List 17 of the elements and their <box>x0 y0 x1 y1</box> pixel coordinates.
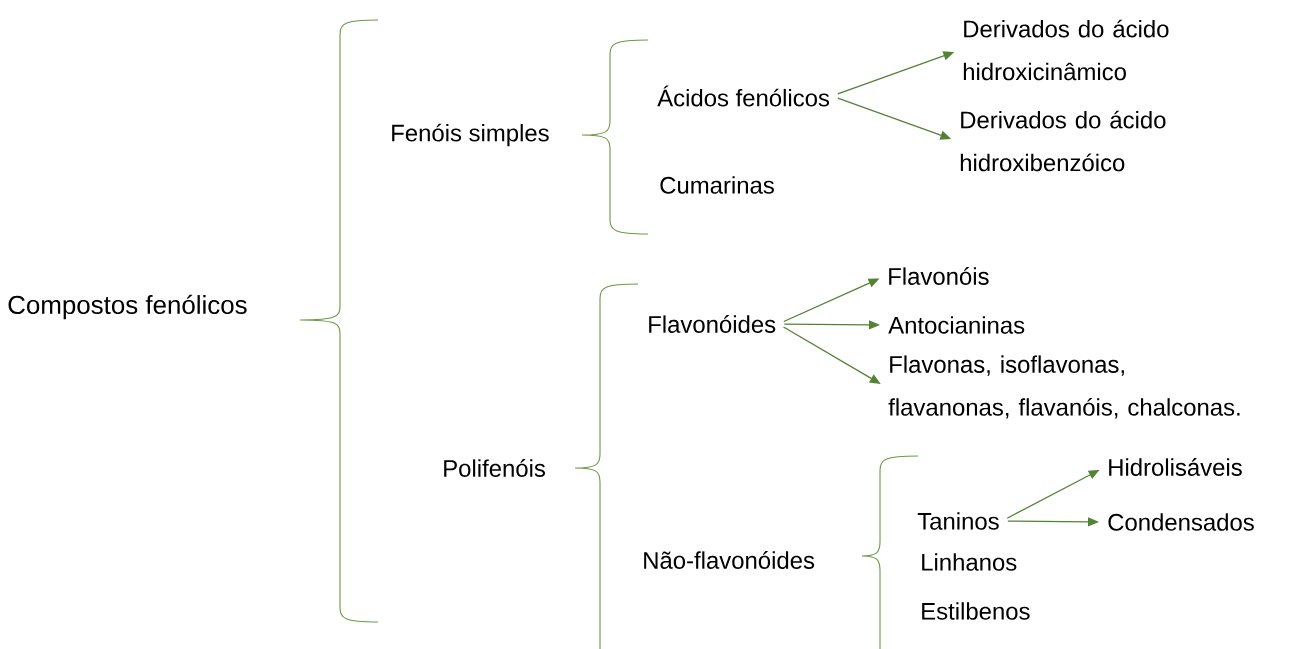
node-label: Ácidos fenólicos <box>657 85 830 107</box>
node-label: Flavonóides <box>649 315 776 333</box>
node-label: Não-flavonóides <box>644 551 815 569</box>
node-label: Compostos fenólicos <box>8 294 247 320</box>
node-label: Flavonas, isoflavonas, flavanonas, flavanóis, chalconas. <box>888 355 1240 419</box>
node-label: Flavonóis <box>889 267 989 285</box>
node-label: Fenóis simples <box>392 123 549 147</box>
node-label: Derivados do ácido hidroxicinâmico <box>963 19 1169 81</box>
node-label: Derivados do ácido hidroxibenzóico <box>960 110 1166 172</box>
node-label: Hidrolisáveis <box>1109 458 1242 476</box>
node-label: Antocianinas <box>888 316 1025 334</box>
node-label: Cumarinas <box>660 176 774 194</box>
node-label: Polifenóis <box>444 459 545 477</box>
node-label: Linhanos <box>922 553 1017 571</box>
node-label: Taninos <box>917 512 999 530</box>
node-label: Estilbenos <box>922 602 1030 620</box>
node-label: Condensados <box>1108 513 1254 531</box>
